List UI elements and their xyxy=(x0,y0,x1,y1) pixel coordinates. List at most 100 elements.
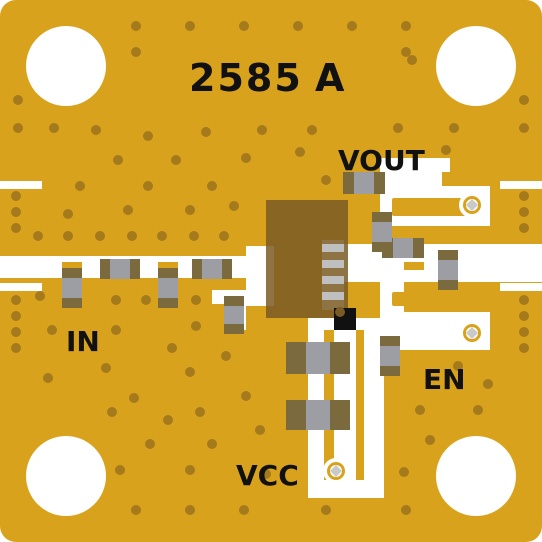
capacitor-c1 xyxy=(62,268,82,308)
via-dot xyxy=(399,467,409,477)
via-dot xyxy=(11,311,21,321)
via-dot xyxy=(519,311,529,321)
test-point-icon xyxy=(459,192,485,218)
vout-port-label: VOUT xyxy=(338,144,425,177)
via-dot xyxy=(189,231,199,241)
pin1-dot xyxy=(335,307,345,317)
resistor-r1 xyxy=(100,259,140,279)
via-dot xyxy=(261,469,271,479)
revision-label: A xyxy=(315,56,345,100)
via-dot xyxy=(207,181,217,191)
via-dot xyxy=(131,21,141,31)
via-dot xyxy=(453,361,463,371)
trace-gaps xyxy=(392,198,476,306)
input-trace-bottom-edge xyxy=(0,283,42,291)
via-dot xyxy=(123,205,133,215)
ic-pad-right-2 xyxy=(322,260,344,268)
via-dot xyxy=(241,153,251,163)
via-dot xyxy=(11,295,21,305)
via-dot xyxy=(473,405,483,415)
via-dot xyxy=(111,325,121,335)
via-dot xyxy=(185,367,195,377)
via-dot xyxy=(101,363,111,373)
via-dot xyxy=(415,405,425,415)
via-dot xyxy=(141,295,151,305)
via-dot xyxy=(191,295,201,305)
via-dot xyxy=(307,125,317,135)
mounting-hole-icon xyxy=(26,436,106,516)
test-point-icon xyxy=(323,458,349,484)
via-dot xyxy=(185,465,195,475)
via-dot xyxy=(107,407,117,417)
via-dot xyxy=(207,439,217,449)
via-dot xyxy=(519,327,529,337)
via-dot xyxy=(129,393,139,403)
via-dot xyxy=(75,181,85,191)
via-dot xyxy=(185,205,195,215)
via-dot xyxy=(185,21,195,31)
vout-trace-bridge xyxy=(380,158,450,172)
resistor-vout xyxy=(343,172,385,194)
via-dot xyxy=(157,231,167,241)
via-dot xyxy=(241,391,251,401)
via-dot xyxy=(239,21,249,31)
test-points xyxy=(323,192,485,484)
capacitor-c3 xyxy=(224,296,244,334)
capacitor-vcc-2 xyxy=(286,400,350,430)
via-dot xyxy=(295,147,305,157)
via-dot xyxy=(401,47,411,57)
via-dot xyxy=(171,155,181,165)
via-dot xyxy=(13,95,23,105)
capacitor-c2 xyxy=(158,268,178,308)
via-dot xyxy=(191,321,201,331)
via-dot xyxy=(519,223,529,233)
ic-pad-right-1 xyxy=(322,244,344,252)
via-dot xyxy=(185,505,195,515)
output-stub xyxy=(500,181,542,189)
vcc-port-label: VCC xyxy=(236,459,299,492)
via-dot xyxy=(13,123,23,133)
via-dot xyxy=(115,465,125,475)
via-dot xyxy=(113,155,123,165)
ic-pad-right-4 xyxy=(322,292,344,300)
via-dot xyxy=(519,123,529,133)
via-dot xyxy=(321,175,331,185)
via-dot xyxy=(229,201,239,211)
via-dot xyxy=(255,425,265,435)
mounting-holes xyxy=(26,26,516,516)
via-dot xyxy=(239,505,249,515)
via-dot xyxy=(293,21,303,31)
resistor-r2 xyxy=(192,259,232,279)
via-dot xyxy=(483,379,493,389)
via-dot xyxy=(11,327,21,337)
input-port-label: IN xyxy=(66,325,100,358)
via-dot xyxy=(257,125,267,135)
via-dot xyxy=(393,123,403,133)
via-dot xyxy=(145,439,155,449)
mounting-hole-icon xyxy=(436,26,516,106)
via-dot xyxy=(63,231,73,241)
via-dot xyxy=(143,181,153,191)
silkscreen: 2585 A IN VOUT EN VCC xyxy=(66,56,466,492)
via-dot xyxy=(163,415,173,425)
via-dot xyxy=(91,125,101,135)
output-stub-bottom xyxy=(500,283,542,291)
ic-pad-left-3 xyxy=(252,290,274,298)
via-dot xyxy=(519,343,529,353)
test-point-icon xyxy=(459,320,485,346)
ic-pad-left-2 xyxy=(252,274,274,282)
via-field xyxy=(11,21,529,515)
via-dot xyxy=(201,127,211,137)
ic-pad-right-3 xyxy=(322,276,344,284)
enable-port-label: EN xyxy=(423,363,466,396)
via-dot xyxy=(95,231,105,241)
via-dot xyxy=(131,47,141,57)
via-dot xyxy=(441,145,451,155)
via-dot xyxy=(11,223,21,233)
via-dot xyxy=(519,295,529,305)
via-dot xyxy=(127,231,137,241)
input-trace-top-edge xyxy=(0,181,42,189)
via-dot xyxy=(11,343,21,353)
via-dot xyxy=(33,231,43,241)
via-dot xyxy=(321,505,331,515)
